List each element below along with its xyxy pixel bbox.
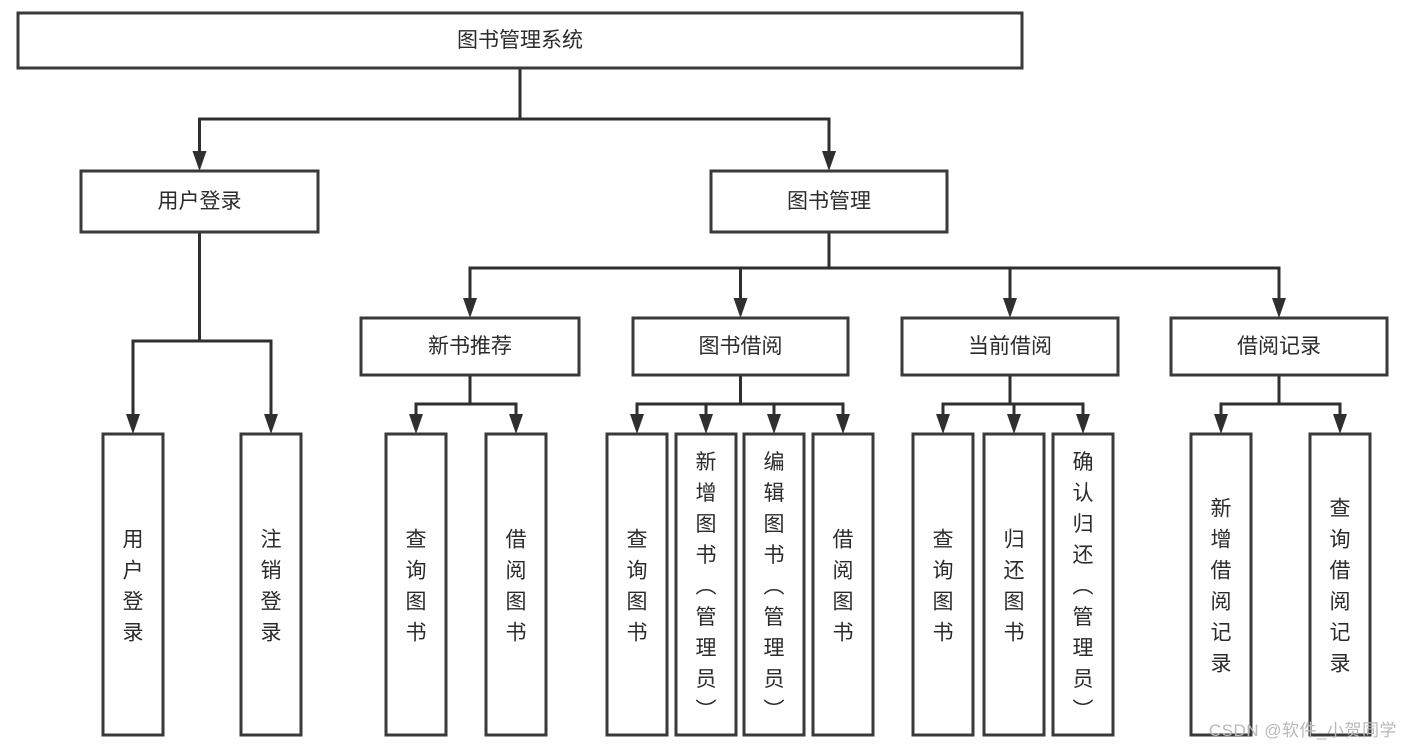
arrow-head-icon	[733, 298, 748, 318]
node-leaf-query-books-rec[interactable]: 查询图书	[384, 432, 448, 737]
node-label-leaf-query-books-current: 查询图书	[933, 529, 954, 645]
arrow-head-icon	[936, 414, 950, 434]
arrow-head-icon	[1076, 414, 1090, 434]
node-box-leaf-query-books-current	[911, 432, 975, 737]
node-leaf-query-record[interactable]: 查询借阅记录	[1308, 432, 1372, 737]
node-label-leaf-user-login: 用户登录	[123, 529, 144, 645]
node-box-leaf-query-record	[1308, 432, 1372, 737]
node-box-leaf-user-login	[101, 432, 165, 737]
node-box-leaf-add-record	[1189, 432, 1253, 737]
arrow-head-icon	[822, 151, 836, 171]
node-label-book-management: 图书管理	[787, 190, 871, 213]
node-layer: 图书管理系统用户登录图书管理新书推荐图书借阅当前借阅借阅记录用户登录注销登录查询…	[16, 11, 1389, 737]
node-label-leaf-confirm-return: 确认归还︵管理员︶	[1073, 451, 1094, 722]
watermark-text: CSDN @软件_小贺同学	[1208, 721, 1397, 740]
node-new-book-recommend[interactable]: 新书推荐	[359, 316, 581, 377]
connector-layer	[126, 66, 1347, 434]
node-box-current-borrow	[900, 316, 1120, 377]
node-label-leaf-query-books-borrow: 查询图书	[627, 529, 648, 645]
node-box-leaf-confirm-return	[1051, 432, 1115, 737]
node-leaf-user-login[interactable]: 用户登录	[101, 432, 165, 737]
arrow-head-icon	[463, 298, 477, 318]
node-leaf-confirm-return[interactable]: 确认归还︵管理员︶	[1051, 432, 1115, 737]
node-box-new-book-recommend	[359, 316, 581, 377]
node-box-leaf-borrow-book	[811, 432, 875, 737]
arrow-head-icon	[836, 414, 850, 434]
arrow-head-icon	[409, 414, 423, 434]
arrow-head-icon	[1003, 298, 1017, 318]
node-box-book-borrow	[631, 316, 850, 377]
node-label-current-borrow: 当前借阅	[968, 335, 1052, 358]
arrow-head-icon	[509, 414, 523, 434]
node-box-leaf-return-book	[982, 432, 1046, 737]
node-leaf-query-books-current[interactable]: 查询图书	[911, 432, 975, 737]
node-leaf-add-record[interactable]: 新增借阅记录	[1189, 432, 1253, 737]
node-box-root	[16, 11, 1024, 70]
arrow-head-icon	[699, 414, 713, 434]
node-box-leaf-logout	[239, 432, 303, 737]
node-user-login[interactable]: 用户登录	[79, 169, 320, 234]
node-label-leaf-add-record: 新增借阅记录	[1211, 498, 1232, 676]
node-leaf-borrow-book[interactable]: 借阅图书	[811, 432, 875, 737]
node-box-borrow-record	[1169, 316, 1389, 377]
node-book-management[interactable]: 图书管理	[709, 169, 949, 234]
arrow-head-icon	[1007, 414, 1021, 434]
node-borrow-record[interactable]: 借阅记录	[1169, 316, 1389, 377]
node-label-leaf-borrow-books-rec: 借阅图书	[506, 529, 527, 645]
node-label-leaf-query-record: 查询借阅记录	[1330, 498, 1351, 676]
node-book-borrow[interactable]: 图书借阅	[631, 316, 850, 377]
node-label-leaf-logout: 注销登录	[261, 529, 282, 645]
node-box-user-login	[79, 169, 320, 234]
arrow-head-icon	[264, 414, 278, 434]
node-leaf-edit-book[interactable]: 编辑图书︵管理员︶	[742, 432, 806, 737]
node-leaf-logout[interactable]: 注销登录	[239, 432, 303, 737]
node-box-leaf-query-books-rec	[384, 432, 448, 737]
node-root[interactable]: 图书管理系统	[16, 11, 1024, 70]
node-box-leaf-borrow-books-rec	[484, 432, 548, 737]
node-label-book-borrow: 图书借阅	[699, 335, 783, 358]
node-leaf-query-books-borrow[interactable]: 查询图书	[605, 432, 669, 737]
node-box-leaf-add-book	[674, 432, 738, 737]
node-label-leaf-query-books-rec: 查询图书	[406, 529, 427, 645]
node-label-leaf-edit-book: 编辑图书︵管理员︶	[764, 451, 785, 722]
arrow-head-icon	[767, 414, 781, 434]
arrow-head-icon	[630, 414, 644, 434]
node-label-leaf-borrow-book: 借阅图书	[833, 529, 854, 645]
node-label-user-login: 用户登录	[158, 190, 242, 213]
node-current-borrow[interactable]: 当前借阅	[900, 316, 1120, 377]
node-leaf-return-book[interactable]: 归还图书	[982, 432, 1046, 737]
node-label-new-book-recommend: 新书推荐	[428, 335, 512, 358]
arrow-head-icon	[192, 151, 207, 171]
arrow-head-icon	[1333, 414, 1347, 434]
arrow-head-icon	[1272, 298, 1286, 318]
arrow-head-icon	[1214, 414, 1228, 434]
node-box-book-management	[709, 169, 949, 234]
node-box-leaf-query-books-borrow	[605, 432, 669, 737]
node-label-root: 图书管理系统	[457, 29, 583, 52]
node-label-borrow-record: 借阅记录	[1237, 335, 1321, 358]
node-box-leaf-edit-book	[742, 432, 806, 737]
arrow-head-icon	[126, 414, 140, 434]
node-label-leaf-return-book: 归还图书	[1004, 529, 1025, 645]
node-label-leaf-add-book: 新增图书︵管理员︶	[696, 451, 717, 722]
node-leaf-borrow-books-rec[interactable]: 借阅图书	[484, 432, 548, 737]
node-leaf-add-book[interactable]: 新增图书︵管理员︶	[674, 432, 738, 737]
